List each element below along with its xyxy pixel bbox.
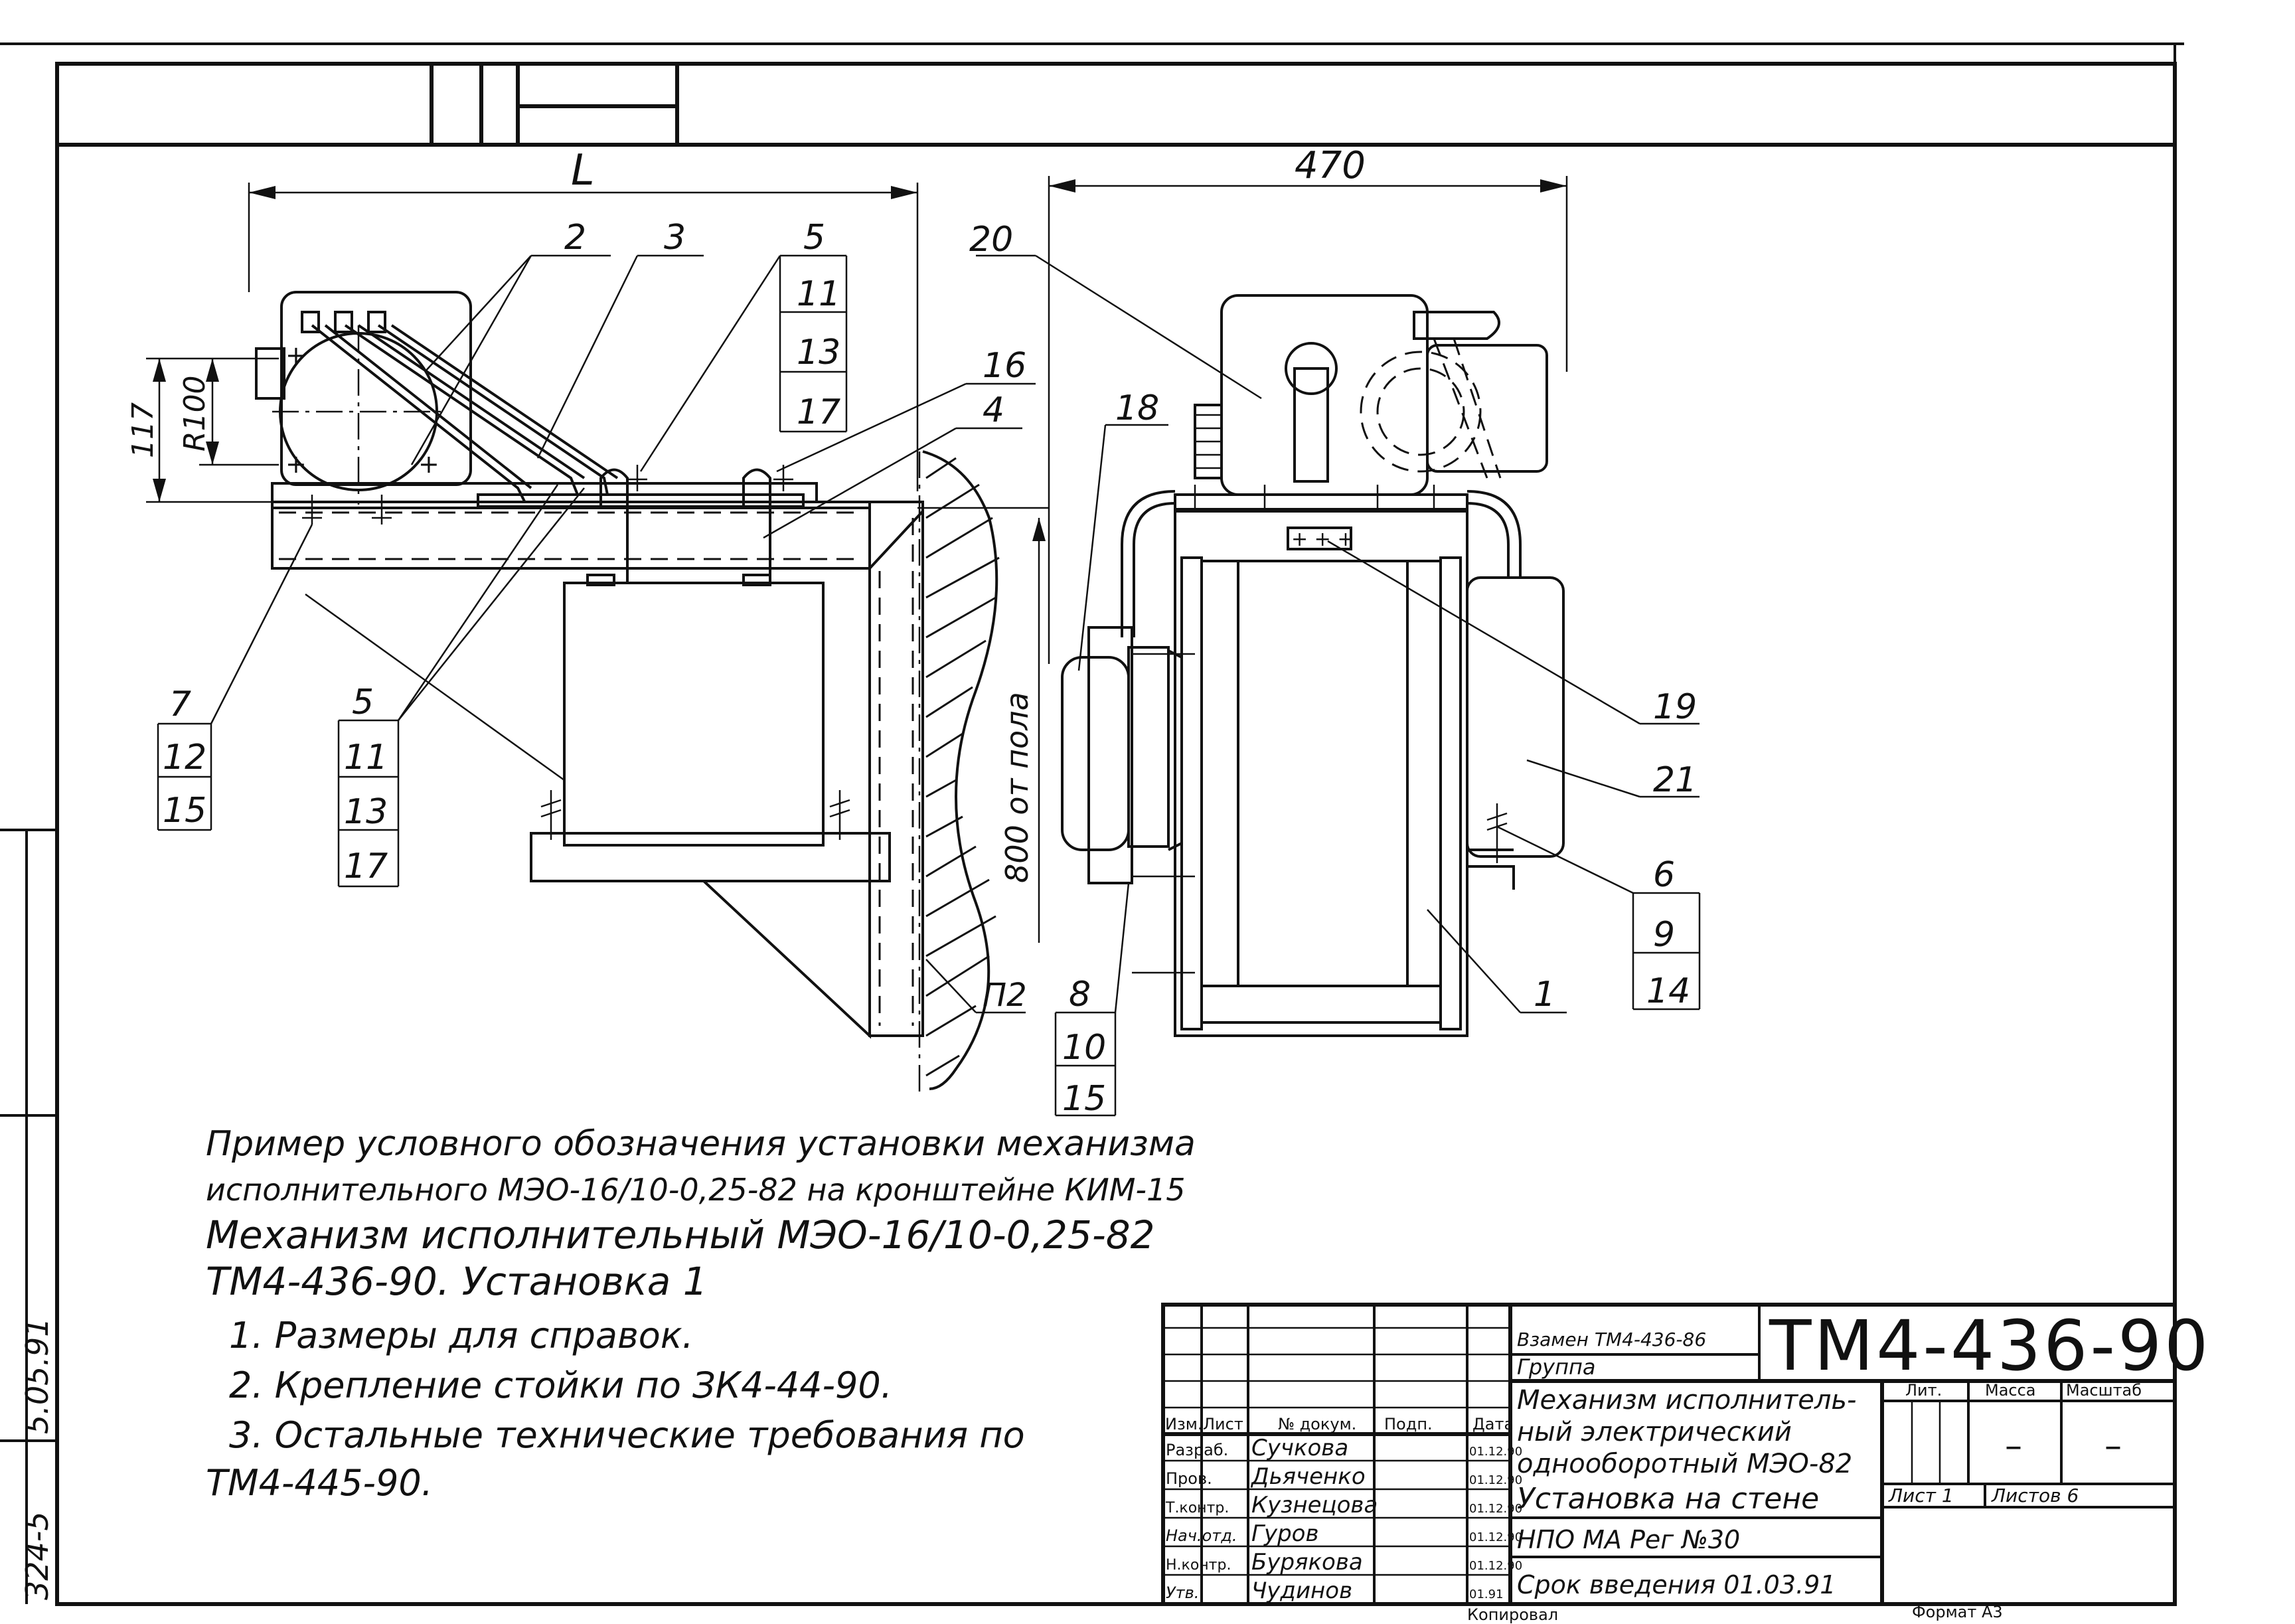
callout-13b: 13 bbox=[344, 792, 388, 832]
tb-name-line-2: ный электрический bbox=[1517, 1417, 1792, 1447]
tb-group: Группа bbox=[1517, 1354, 1596, 1380]
footer-format: Формат А3 bbox=[1912, 1603, 2003, 1621]
callout-5a: 5 bbox=[803, 218, 825, 258]
tb-col-doc: № докум. bbox=[1278, 1415, 1356, 1433]
tb-mass-value: – bbox=[2005, 1426, 2022, 1466]
callout-13a: 13 bbox=[797, 333, 840, 372]
tb-sheet: Лист 1 bbox=[1888, 1485, 1954, 1506]
notes-block: Пример условного обозначения установки м… bbox=[206, 1124, 1196, 1504]
tb-name-line-4: Установка на стене bbox=[1517, 1482, 1819, 1516]
svg-text:+: + bbox=[285, 449, 307, 479]
example-line-1: Пример условного обозначения установки м… bbox=[206, 1124, 1196, 1164]
callout-20: 20 bbox=[969, 220, 1013, 260]
callout-15a: 15 bbox=[163, 791, 206, 831]
svg-text:+: + bbox=[285, 341, 307, 370]
tb-role-6: Утв. bbox=[1166, 1583, 1199, 1602]
dim-r100: R100 bbox=[178, 375, 212, 451]
tb-col-list: Лист bbox=[1203, 1415, 1243, 1433]
tb-name-4: Гуров bbox=[1251, 1520, 1319, 1547]
tb-col-sign: Подп. bbox=[1384, 1415, 1433, 1433]
callout-16: 16 bbox=[983, 346, 1026, 386]
front-view: 470 + + + bbox=[976, 144, 1701, 1117]
callout-15b: 15 bbox=[1062, 1079, 1106, 1119]
callout-18: 18 bbox=[1115, 388, 1159, 428]
callout-21: 21 bbox=[1653, 760, 1697, 800]
tb-col-date: Дата bbox=[1472, 1415, 1514, 1433]
callout-2: 2 bbox=[564, 218, 586, 258]
callout-7: 7 bbox=[169, 685, 191, 724]
dim-l: L bbox=[571, 146, 595, 195]
callout-19: 19 bbox=[1653, 687, 1697, 727]
tb-name-2: Дьяченко bbox=[1250, 1463, 1366, 1490]
svg-text:+ + +: + + + bbox=[1291, 528, 1354, 551]
note-2: 2. Крепление стойки по ЗК4-44-90. bbox=[229, 1364, 892, 1406]
callout-17b: 17 bbox=[344, 847, 388, 886]
tb-sheets: Листов 6 bbox=[1991, 1485, 2079, 1506]
tb-scale: Масштаб bbox=[2066, 1381, 2142, 1400]
callout-10: 10 bbox=[1062, 1028, 1106, 1068]
tb-replaces: Взамен ТМ4-436-86 bbox=[1517, 1329, 1706, 1350]
front-view-callouts: 20 18 19 21 6 9 14 1 8 10 15 bbox=[969, 220, 1697, 1119]
callout-3: 3 bbox=[664, 218, 686, 258]
callout-p2: П2 bbox=[983, 977, 1027, 1014]
tb-name-6: Чудинов bbox=[1251, 1578, 1352, 1604]
tb-name-line-3: однооборотный МЭО-82 bbox=[1517, 1449, 1852, 1479]
note-3b: ТМ4-445-90. bbox=[206, 1462, 433, 1504]
tb-name-line-1: Механизм исполнитель- bbox=[1517, 1385, 1856, 1416]
tb-role-1: Разраб. bbox=[1166, 1441, 1228, 1459]
example-line-2: исполнительного МЭО-16/10-0,25-82 на кро… bbox=[206, 1172, 1186, 1208]
side-view: L + + + bbox=[126, 146, 1049, 1096]
callout-11a: 11 bbox=[797, 274, 840, 314]
side-stamp-date: 5.05.91 bbox=[19, 1317, 55, 1434]
tb-col-izm: Изм. bbox=[1165, 1415, 1202, 1433]
tb-name-1: Сучкова bbox=[1251, 1435, 1348, 1461]
side-stamp-inv: 324-5 bbox=[19, 1511, 55, 1600]
tb-date-5: 01.12.90 bbox=[1469, 1559, 1522, 1573]
footer-copied: Копировал bbox=[1467, 1605, 1558, 1624]
dim-800: 800 от пола bbox=[999, 692, 1035, 883]
footer: Копировал Формат А3 bbox=[1467, 1603, 2003, 1624]
example-line-4: ТМ4-436-90. Установка 1 bbox=[206, 1259, 708, 1304]
note-1: 1. Размеры для справок. bbox=[229, 1315, 694, 1356]
example-line-3: Механизм исполнительный МЭО-16/10-0,25-8… bbox=[206, 1212, 1155, 1258]
callout-8: 8 bbox=[1069, 975, 1091, 1015]
tb-role-2: Пров. bbox=[1166, 1469, 1212, 1488]
tb-role-4: Нач.отд. bbox=[1166, 1526, 1237, 1545]
dim-117: 117 bbox=[126, 402, 160, 458]
callout-9: 9 bbox=[1653, 915, 1675, 955]
svg-text:+: + bbox=[418, 449, 439, 479]
callout-14: 14 bbox=[1646, 971, 1690, 1011]
tb-role-5: Н.контр. bbox=[1166, 1557, 1231, 1574]
tb-designation: ТМ4-436-90 bbox=[1769, 1305, 2211, 1386]
note-3a: 3. Остальные технические требования по bbox=[229, 1414, 1025, 1456]
dim-470: 470 bbox=[1295, 144, 1366, 187]
title-block: Изм. Лист № докум. Подп. Дата Разраб. Су… bbox=[1161, 1303, 2211, 1606]
side-view-callouts: 2 3 5 11 13 17 16 4 7 12 15 5 11 13 17 П… bbox=[163, 218, 1027, 1014]
tb-date-4: 01.12.90 bbox=[1469, 1530, 1522, 1544]
callout-6: 6 bbox=[1653, 855, 1675, 895]
tb-lit: Лит. bbox=[1905, 1381, 1942, 1400]
callout-17a: 17 bbox=[797, 392, 840, 432]
tb-name-5: Бурякова bbox=[1251, 1549, 1363, 1576]
tb-date-3: 01.12.90 bbox=[1469, 1502, 1522, 1516]
tb-scale-value: – bbox=[2104, 1426, 2122, 1466]
tb-date-2: 01.12.90 bbox=[1469, 1473, 1522, 1487]
tb-date-1: 01.12.90 bbox=[1469, 1445, 1522, 1459]
tb-intro-date: Срок введения 01.03.91 bbox=[1517, 1570, 1836, 1599]
callout-5b: 5 bbox=[352, 683, 374, 722]
tb-org: НПО МА Рег №30 bbox=[1517, 1525, 1740, 1554]
callout-11b: 11 bbox=[344, 738, 388, 777]
tb-mass: Масса bbox=[1985, 1381, 2036, 1400]
tb-name-3: Кузнецова bbox=[1251, 1492, 1378, 1518]
sheet-frame bbox=[0, 42, 2184, 1606]
side-stamp: 324-5 5.05.91 bbox=[0, 829, 57, 1604]
tb-date-6: 01.91 bbox=[1469, 1587, 1504, 1601]
tb-role-3: Т.контр. bbox=[1165, 1500, 1229, 1516]
callout-4: 4 bbox=[983, 390, 1004, 430]
callout-1: 1 bbox=[1534, 975, 1555, 1015]
callout-12: 12 bbox=[163, 738, 206, 777]
